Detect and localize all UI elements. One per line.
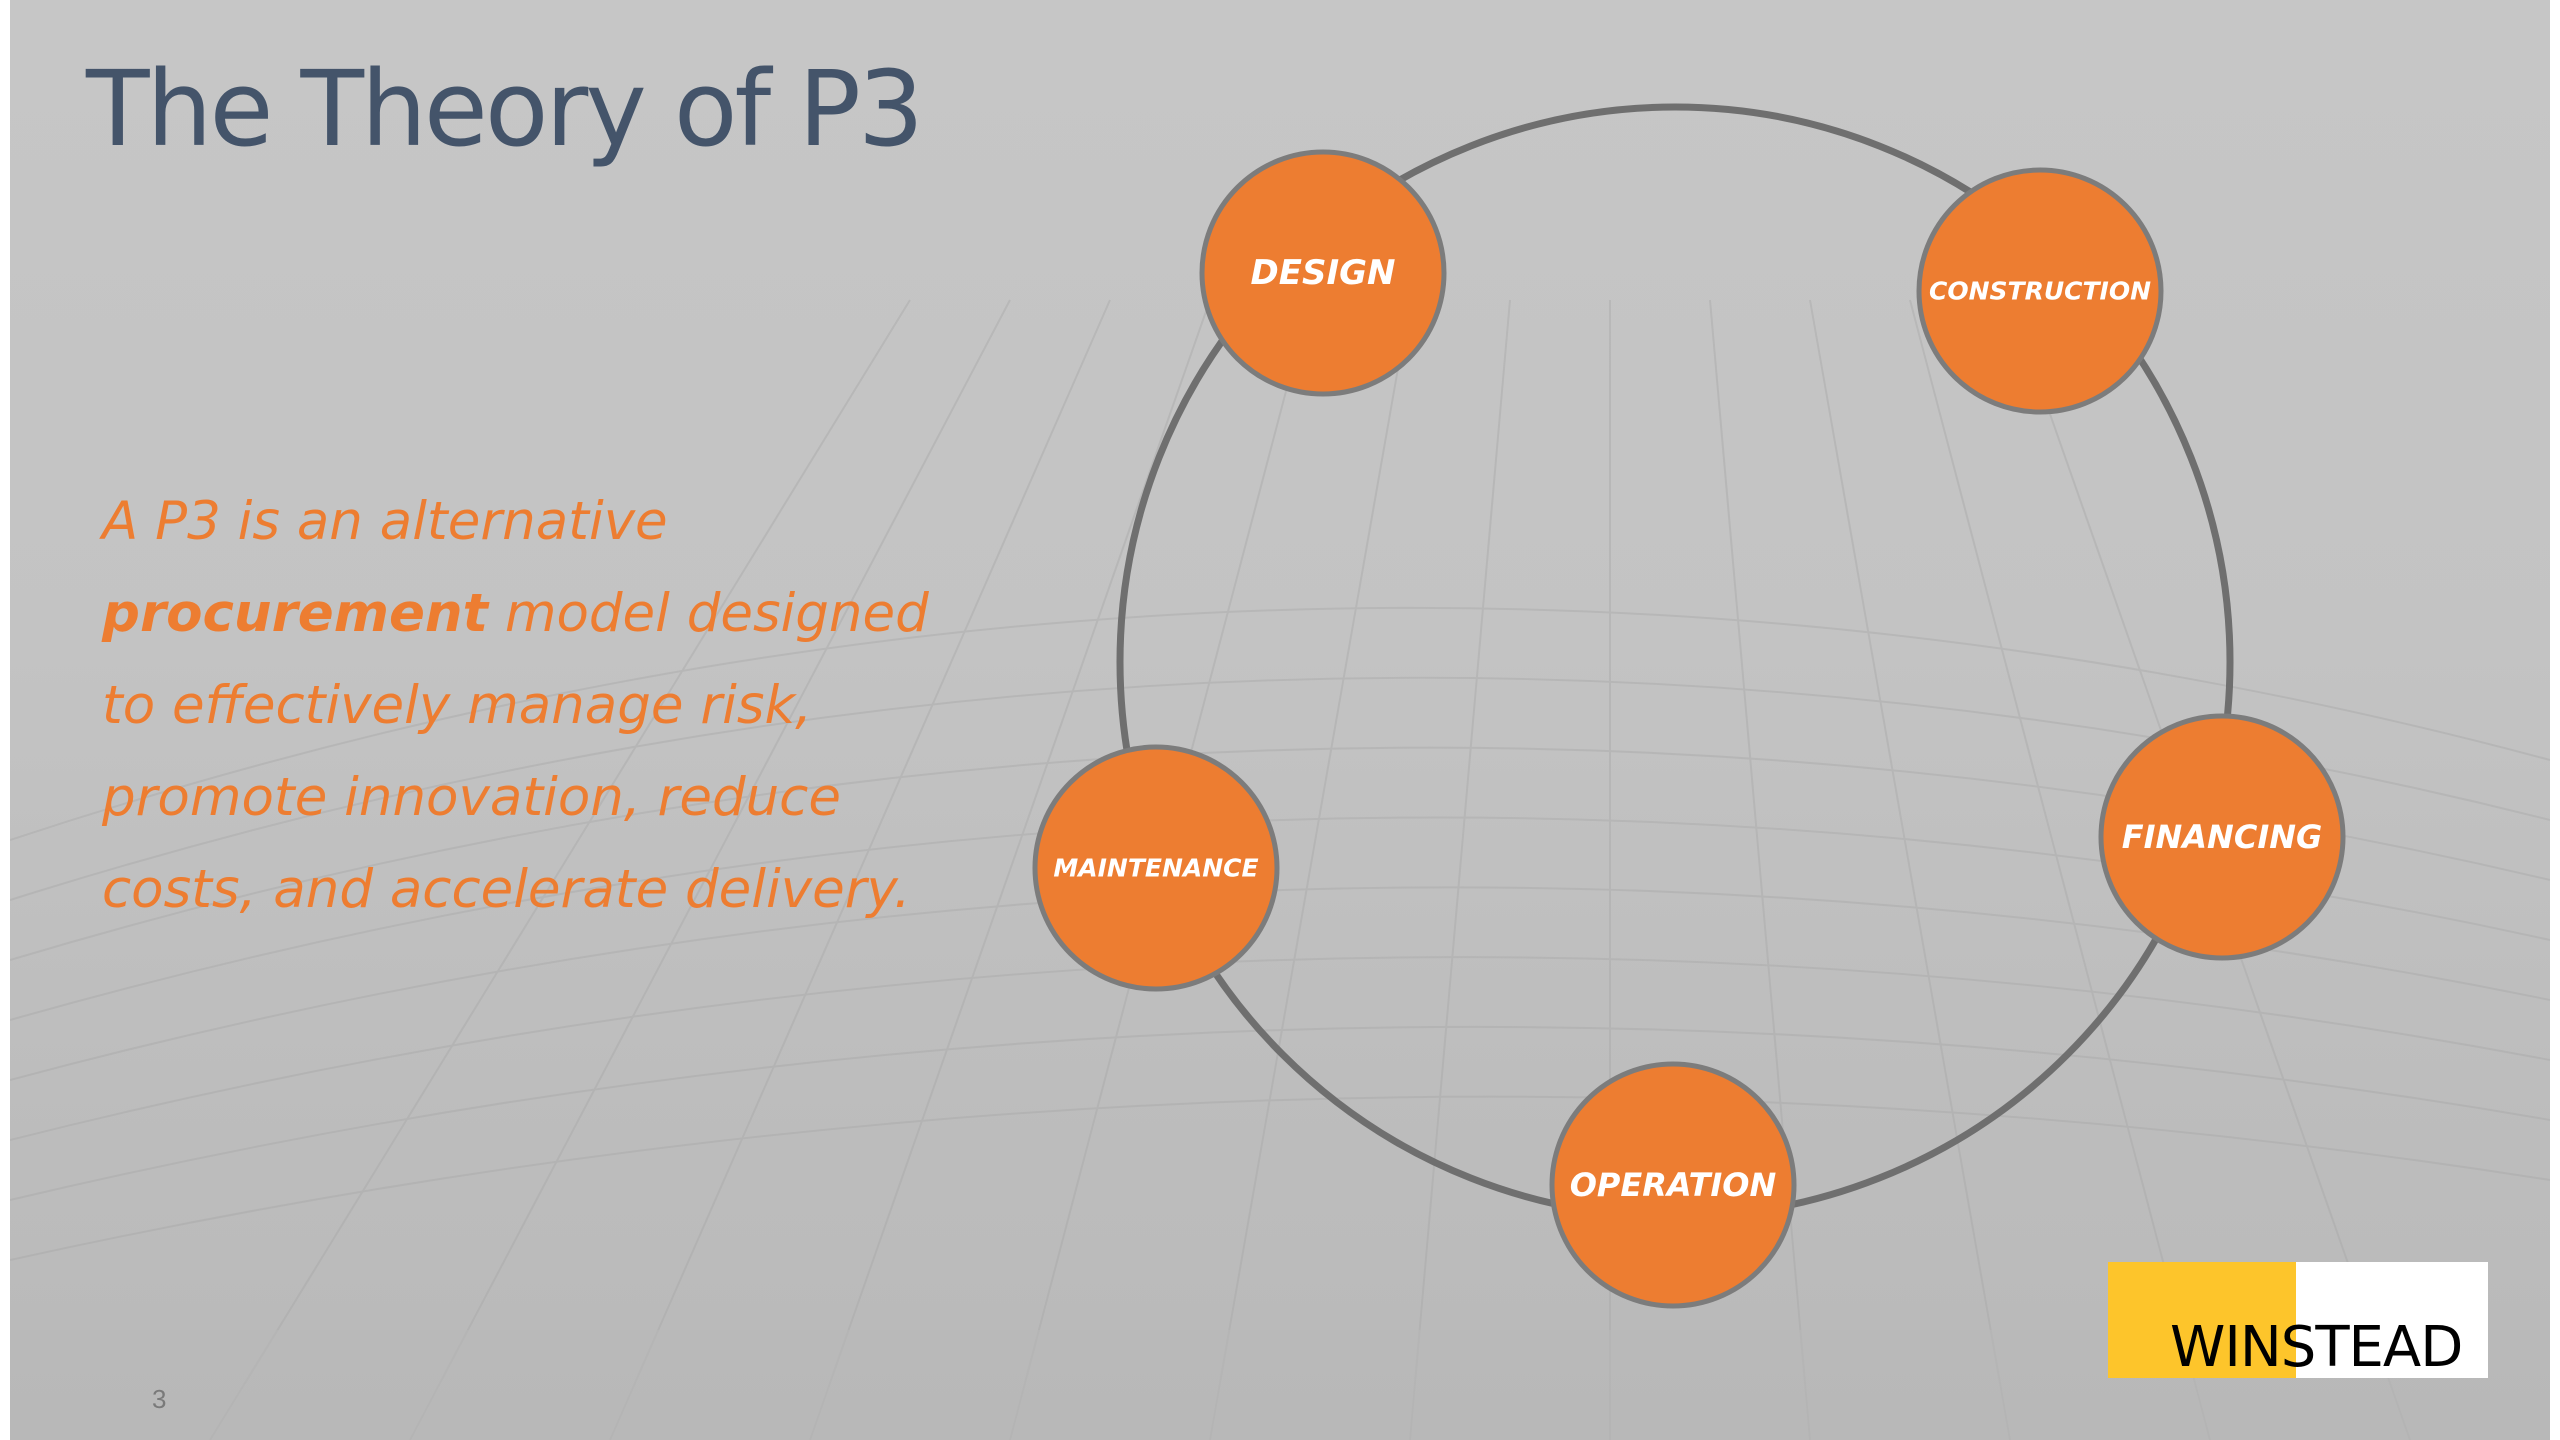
node-operation-label: OPERATION [1570, 1166, 1777, 1204]
node-design-label: DESIGN [1251, 253, 1396, 293]
winstead-logo: WINSTEAD [2108, 1262, 2488, 1378]
logo-yellow-block [2108, 1262, 2296, 1378]
description-text: A P3 is an alternative procurement model… [102, 476, 962, 936]
node-design: DESIGN [1199, 149, 1447, 397]
node-operation: OPERATION [1549, 1061, 1797, 1309]
description-part-2: model designed to effectively manage ris… [102, 583, 929, 920]
slide: The Theory of P3 A P3 is an alternative … [10, 0, 2550, 1440]
node-construction: CONSTRUCTION [1916, 167, 2164, 415]
slide-title: The Theory of P3 [86, 48, 924, 170]
p3-cycle-diagram: DESIGN CONSTRUCTION FINANCING OPERATION … [1032, 103, 2346, 1309]
node-construction-label: CONSTRUCTION [1929, 277, 2151, 306]
node-maintenance: MAINTENANCE [1032, 744, 1280, 992]
description-part-1: A P3 is an alternative [102, 491, 668, 552]
node-maintenance-label: MAINTENANCE [1053, 854, 1258, 883]
node-financing: FINANCING [2098, 713, 2346, 961]
logo-wordmark: WINSTEAD [2170, 1315, 2463, 1380]
page-number: 3 [152, 1384, 167, 1414]
description-emphasis: procurement [102, 583, 488, 644]
node-financing-label: FINANCING [2122, 818, 2323, 856]
